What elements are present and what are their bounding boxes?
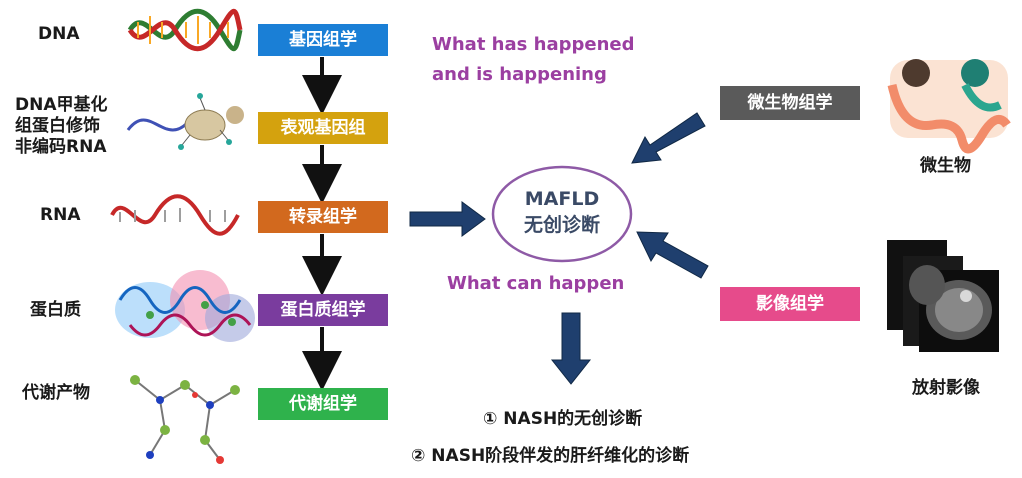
metabolomics-box: 代谢组学 — [258, 388, 388, 420]
label-epigenetics: DNA甲基化 组蛋白修饰 非编码RNA — [15, 95, 108, 157]
arrow-from-imaging — [636, 231, 709, 279]
microbiome-label: 微生物 — [920, 156, 971, 176]
outcome-2: ② NASH阶段伴发的肝纤维化的诊断 — [411, 446, 690, 466]
transcriptomics-box: 转录组学 — [258, 201, 388, 233]
proteomics-box: 蛋白质组学 — [258, 294, 388, 326]
label-dna: DNA — [38, 24, 80, 44]
rna-strand-icon — [110, 194, 240, 236]
what-can-happen-text: What can happen — [447, 273, 625, 294]
dna-helix-icon — [127, 8, 243, 52]
mri-scans-icon — [887, 240, 999, 352]
mafld-title: MAFLD — [524, 188, 600, 210]
what-has-happened-text: What has happened and is happening — [432, 34, 635, 85]
radiomics-tile: 影像组学 — [720, 287, 860, 321]
microbiome-tile: 微生物组学 — [720, 86, 860, 120]
mafld-circle — [491, 165, 633, 263]
label-metabolites: 代谢产物 — [22, 383, 90, 403]
arrow-from-microbiome — [631, 112, 706, 164]
nucleosome-icon — [126, 93, 244, 150]
mafld-subtitle: 无创诊断 — [523, 214, 600, 236]
label-rna: RNA — [40, 205, 81, 225]
outcome-1: ① NASH的无创诊断 — [483, 409, 643, 429]
radiology-label: 放射影像 — [912, 378, 980, 398]
label-protein: 蛋白质 — [30, 300, 81, 320]
arrow-down-to-outcomes — [550, 312, 592, 385]
metabolite-molecule-icon — [130, 375, 240, 464]
genomics-box: 基因组学 — [258, 24, 388, 56]
protein-structure-icon — [115, 270, 255, 342]
epigenome-box: 表观基因组 — [258, 112, 388, 144]
arrow-to-mafld — [409, 201, 486, 237]
gut-microbiome-icon — [887, 59, 1011, 154]
